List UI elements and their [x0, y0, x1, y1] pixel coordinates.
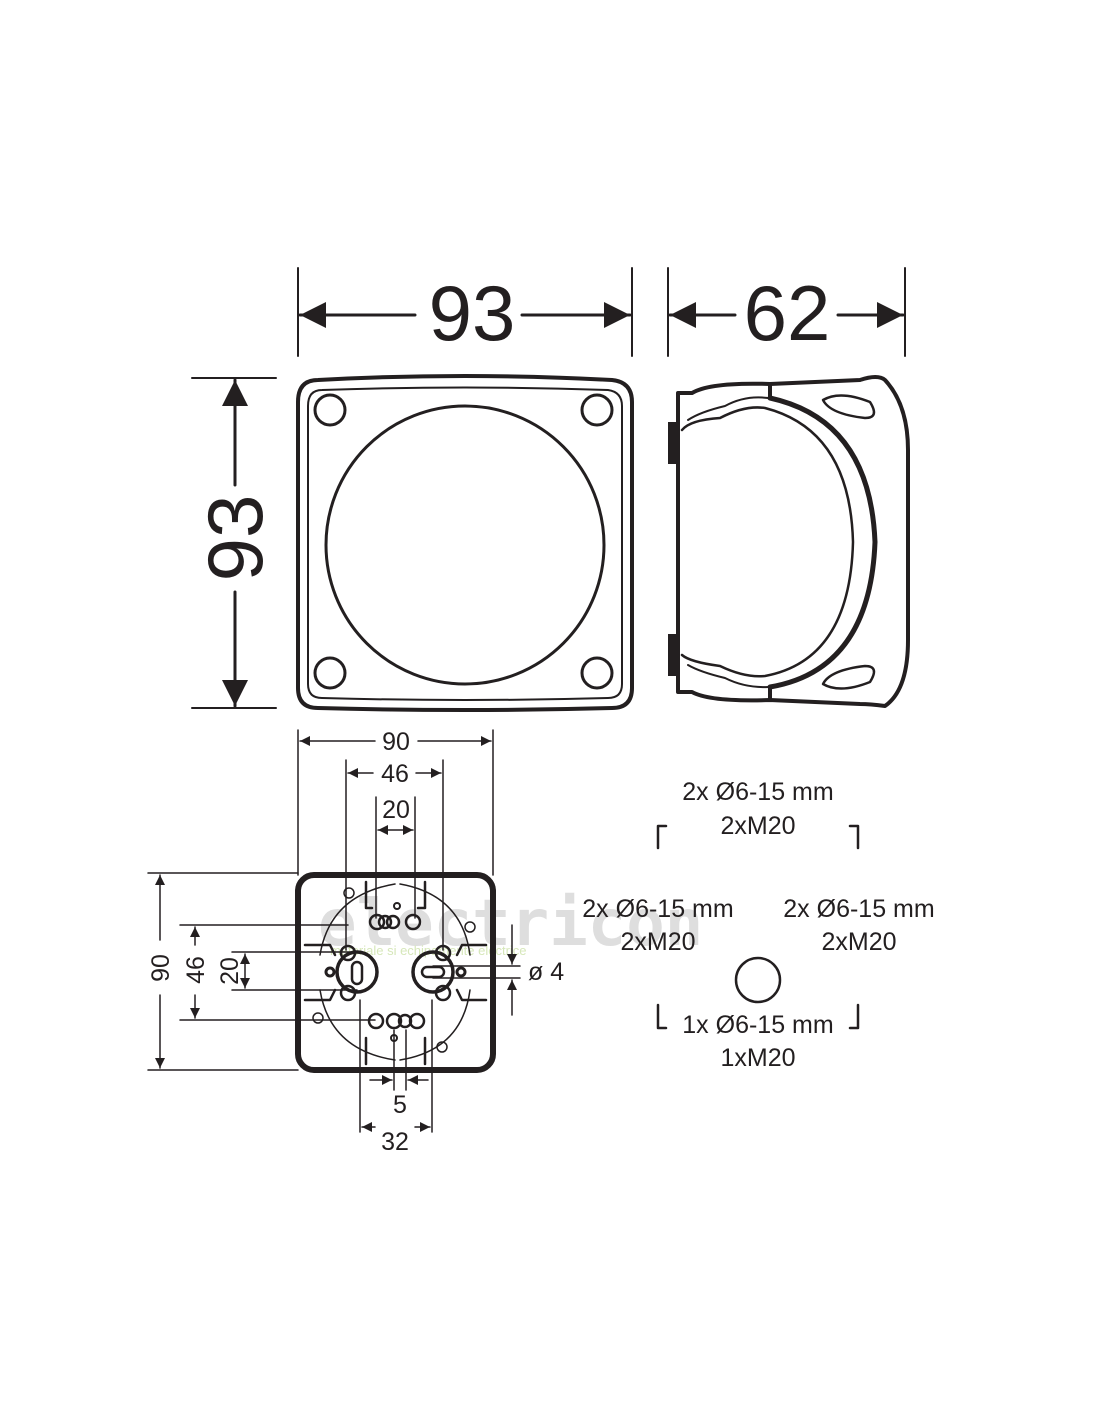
cable-entry-schematic: [656, 824, 860, 1030]
dimension-front-width: [297, 267, 633, 357]
entry-bottom-line1: 1x Ø6-15 mm: [682, 1011, 833, 1039]
entry-bottom-line2: 1xM20: [720, 1044, 795, 1072]
entry-right-line1: 2x Ø6-15 mm: [783, 895, 934, 923]
entry-left-line2: 2xM20: [620, 928, 695, 956]
label-bottom-5: 5: [393, 1091, 407, 1119]
label-front-height: 93: [191, 495, 279, 582]
watermark-brand: electricon: [318, 887, 703, 961]
label-base-width: 90: [382, 728, 410, 756]
label-vertical-46: 46: [182, 956, 210, 984]
label-base-height: 90: [147, 954, 175, 982]
label-vertical-20: 20: [216, 957, 244, 985]
entry-left-line1: 2x Ø6-15 mm: [582, 895, 733, 923]
side-view: [668, 375, 910, 708]
front-view: [296, 374, 634, 712]
label-spacing-46: 46: [381, 760, 409, 788]
entry-right-line2: 2xM20: [821, 928, 896, 956]
base-view: [295, 872, 496, 1073]
label-side-depth: 62: [744, 269, 831, 357]
entry-top-line1: 2x Ø6-15 mm: [682, 778, 833, 806]
watermark-tagline: materiale si echipamente electrice: [330, 943, 527, 958]
entry-top-line2: 2xM20: [720, 812, 795, 840]
dimension-side-depth: [667, 267, 906, 357]
label-bottom-32: 32: [381, 1128, 409, 1156]
dimension-front-height: [191, 377, 277, 709]
label-spacing-20: 20: [382, 796, 410, 824]
label-hole-diameter: ø 4: [528, 958, 564, 986]
base-dimensions: [147, 729, 521, 1133]
label-front-width: 93: [429, 269, 516, 357]
watermark: electricon materiale si echipamente elec…: [318, 887, 703, 961]
